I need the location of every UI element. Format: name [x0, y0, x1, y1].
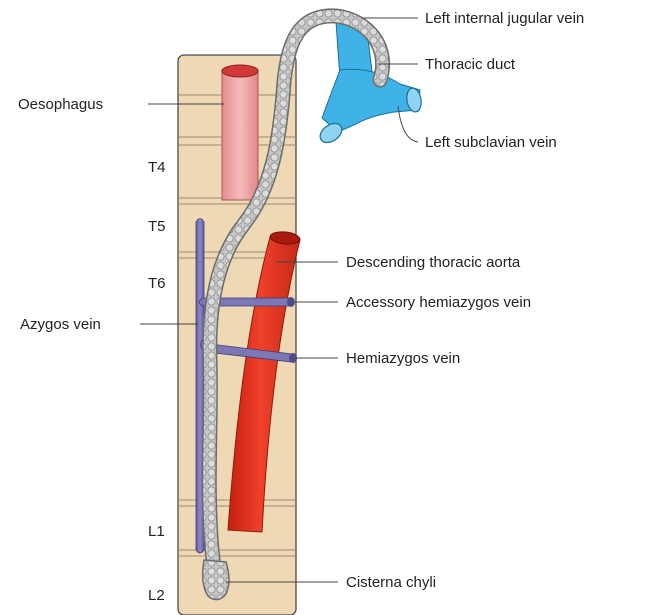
label-oesophagus: Oesophagus — [18, 96, 103, 113]
label-left-subclavian-vein: Left subclavian vein — [425, 134, 557, 151]
oesophagus-opening — [222, 65, 258, 77]
label-azygos-vein: Azygos vein — [20, 316, 101, 333]
hemiazygos-end — [289, 353, 297, 363]
level-label-t4: T4 — [148, 159, 166, 176]
left-subclavian-vessel — [322, 69, 420, 132]
level-label-t5: T5 — [148, 218, 166, 235]
label-left-internal-jugular-vein: Left internal jugular vein — [425, 10, 584, 27]
oesophagus — [222, 65, 258, 200]
accessory-hemiazygos-end — [287, 297, 295, 307]
label-accessory-hemiazygos-vein: Accessory hemiazygos vein — [346, 294, 531, 311]
cisterna-chyli-sac — [203, 560, 229, 600]
vertebral-level-labels: T4 T5 T6 L1 L2 — [148, 159, 166, 604]
label-cisterna-chyli: Cisterna chyli — [346, 574, 436, 591]
label-thoracic-duct: Thoracic duct — [425, 56, 516, 73]
labels: Left internal jugular vein Thoracic duct… — [18, 10, 584, 591]
label-descending-thoracic-aorta: Descending thoracic aorta — [346, 254, 521, 271]
label-hemiazygos-vein: Hemiazygos vein — [346, 350, 460, 367]
level-label-l1: L1 — [148, 523, 165, 540]
level-label-t6: T6 — [148, 275, 166, 292]
level-label-l2: L2 — [148, 587, 165, 604]
oesophagus-tube — [222, 70, 258, 200]
